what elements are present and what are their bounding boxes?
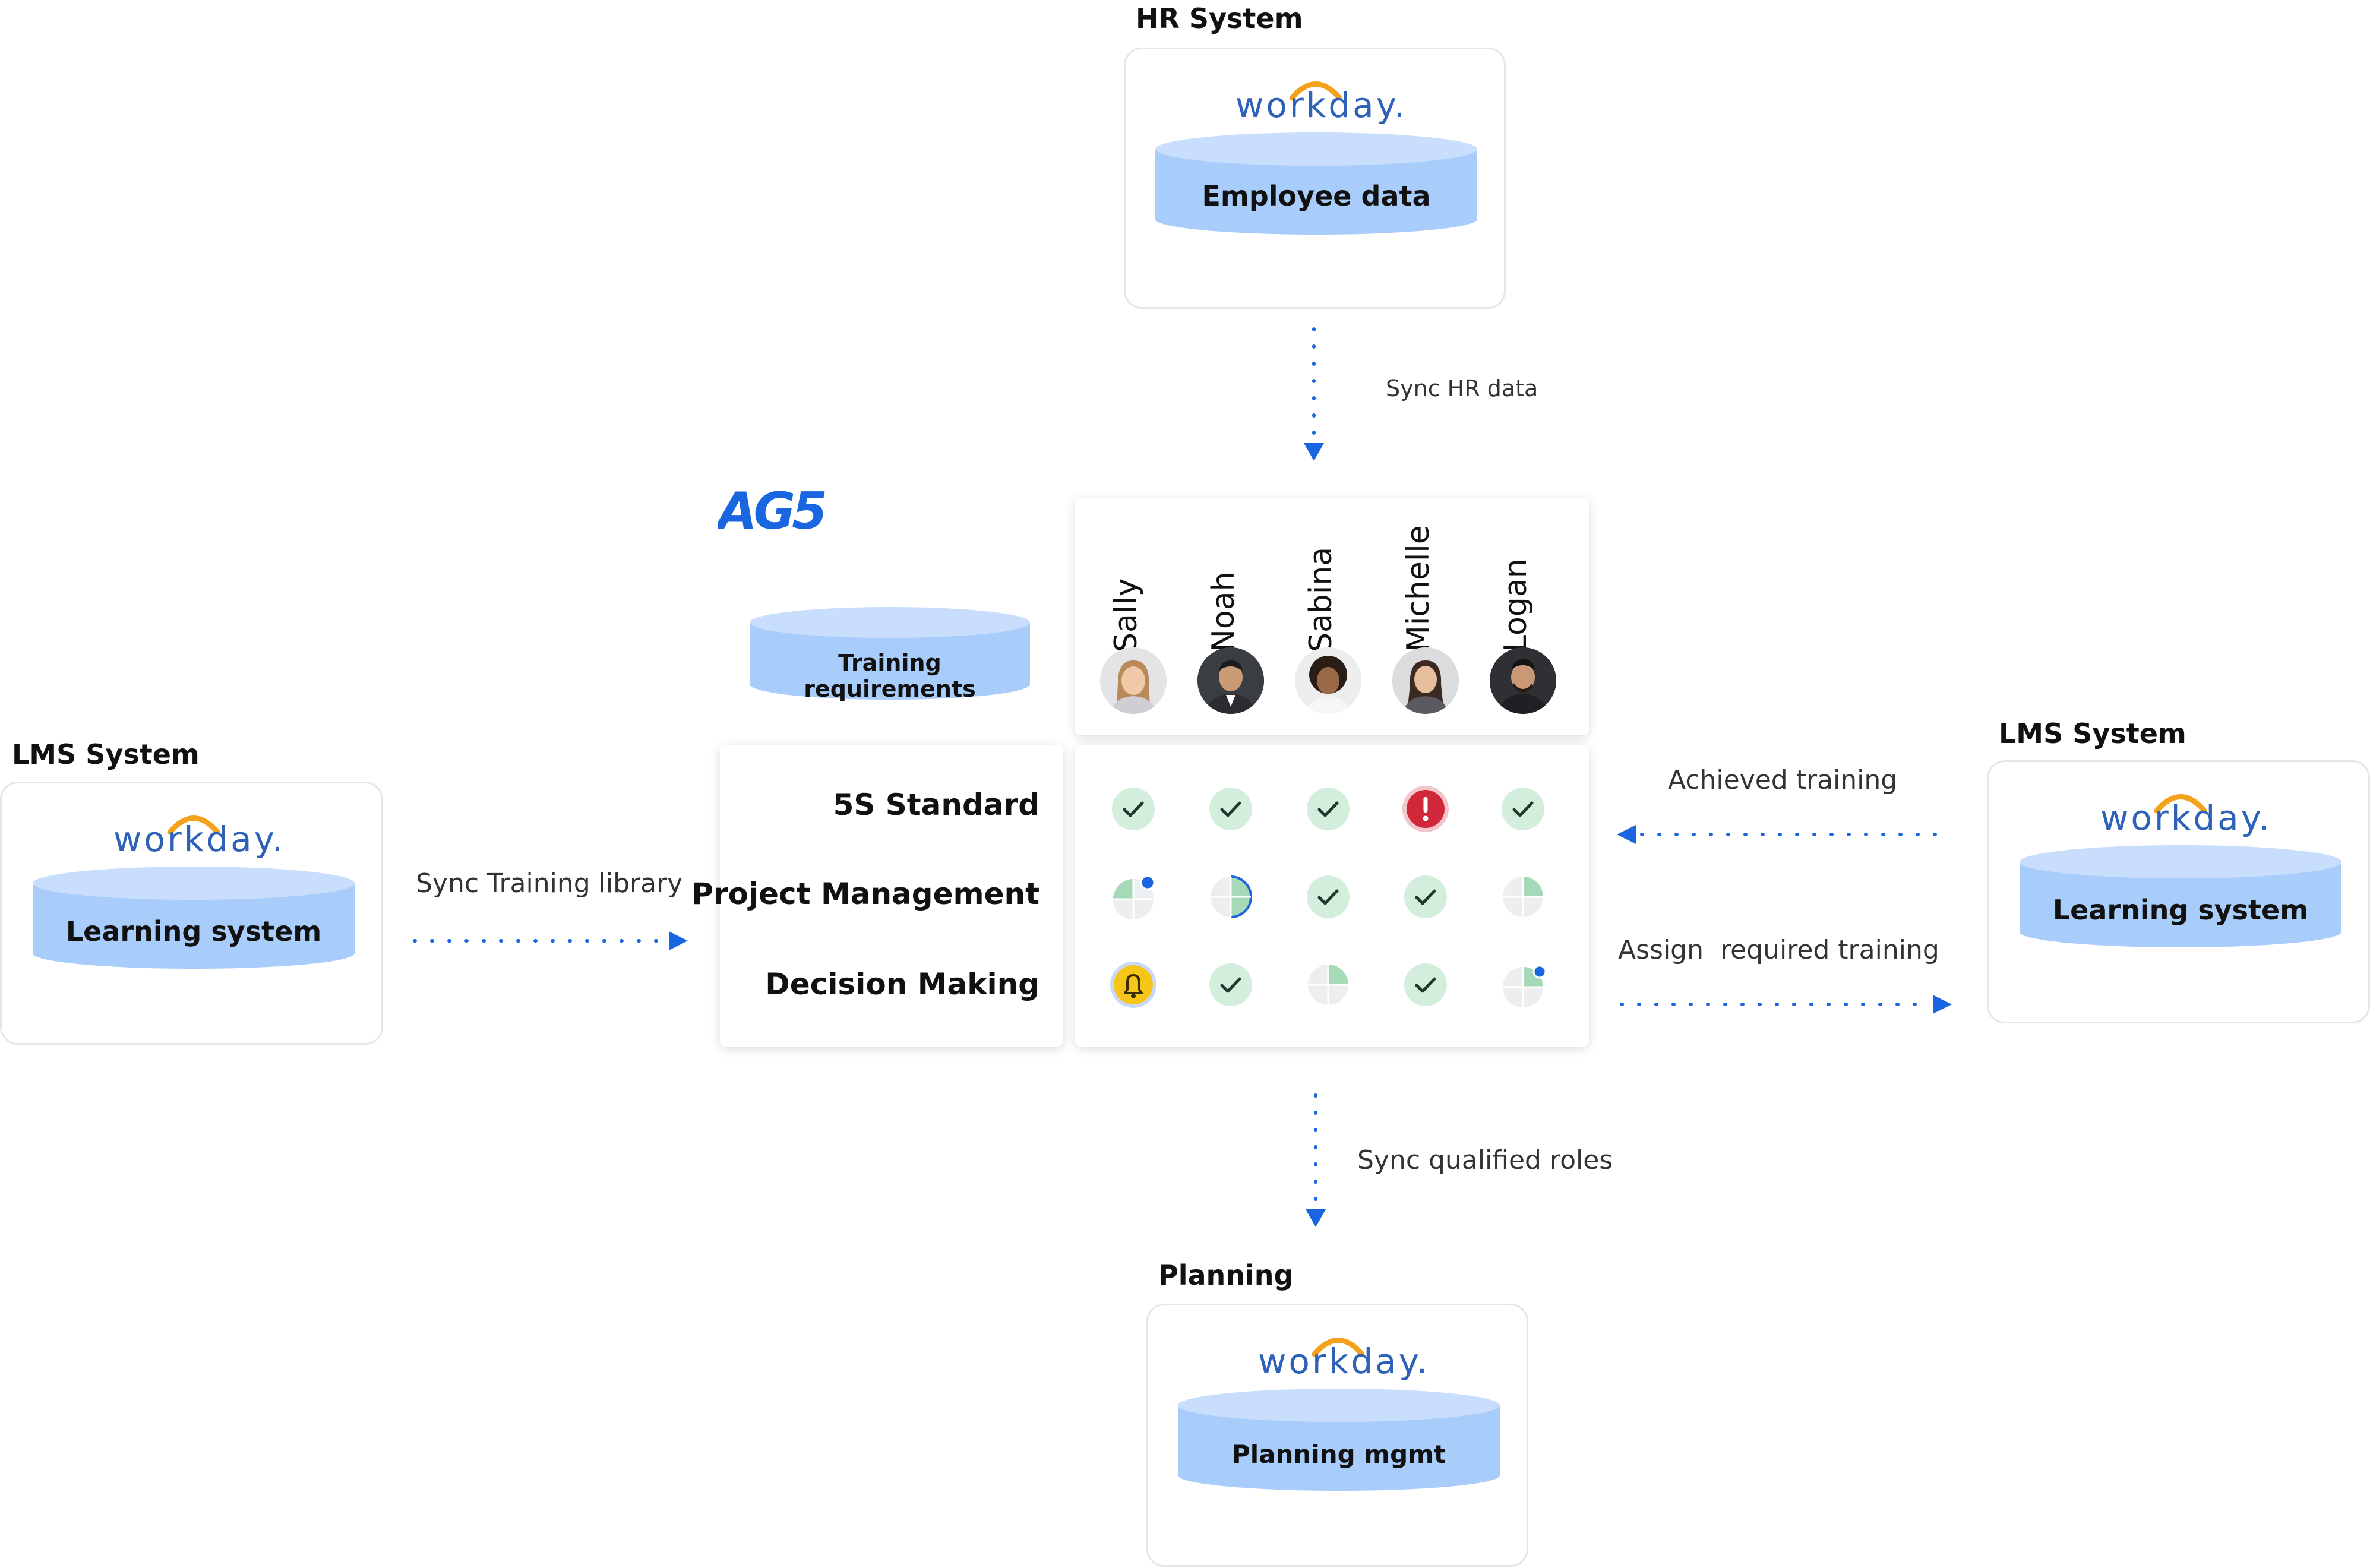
workday-arc-icon <box>2154 794 2207 814</box>
workday-arc-icon <box>1312 1338 1365 1357</box>
planning-card: workday. Planning mgmt <box>1146 1304 1528 1567</box>
status-check-icon <box>1206 784 1256 834</box>
avatar-male-1-icon <box>1197 647 1264 714</box>
status-check-icon <box>1401 872 1451 922</box>
skill-decision-making: Decision Making <box>765 967 1039 1001</box>
person-name: Logan <box>1498 558 1534 652</box>
achieved-training-label: Achieved training <box>1668 765 1898 795</box>
assign-training-label: Assign required training <box>1618 935 1939 965</box>
db-label: Planning mgmt <box>1232 1440 1446 1469</box>
planning-mgmt-database: Planning mgmt <box>1178 1387 1500 1493</box>
status-check-icon <box>1498 784 1548 834</box>
training-requirements-database: Training requirements <box>750 606 1030 702</box>
avatar-female-3-icon <box>1392 647 1459 714</box>
person-name: Noah <box>1206 571 1241 652</box>
database-icon <box>1178 1389 1500 1491</box>
person-logan: Logan <box>1484 510 1549 652</box>
person-michelle: Michelle <box>1386 510 1452 652</box>
person-name: Sabina <box>1303 546 1339 652</box>
database-icon <box>750 607 1030 700</box>
sync-training-library-label: Sync Training library <box>416 868 683 899</box>
database-icon <box>33 867 355 969</box>
planning-title: Planning <box>1158 1259 1294 1291</box>
avatar <box>1197 647 1264 714</box>
person-name: Sally <box>1108 578 1144 652</box>
avatar-male-2-icon <box>1490 647 1556 714</box>
status-check-icon <box>1206 960 1256 1010</box>
sync-roles-label: Sync qualified roles <box>1357 1145 1613 1175</box>
db-label: Learning system <box>2052 894 2309 926</box>
achieved-training-arrow <box>1617 825 1948 844</box>
workday-arc-icon <box>167 815 220 835</box>
workday-wordmark: workday. <box>1235 85 1408 125</box>
employee-data-database: Employee data <box>1155 131 1477 237</box>
sync-training-library-arrow <box>413 931 688 950</box>
skills-panel: 5S Standard Project Management Decision … <box>691 745 1063 1047</box>
hr-system-title: HR System <box>1136 2 1303 34</box>
sync-roles-arrow <box>1306 1093 1326 1227</box>
workday-wordmark: workday. <box>1258 1341 1430 1382</box>
db-label: Learning system <box>65 915 322 947</box>
avatar <box>1392 647 1459 714</box>
workday-logo: workday. <box>113 801 286 859</box>
workday-wordmark: workday. <box>113 819 286 859</box>
status-quarter-dot-icon <box>1108 872 1158 922</box>
status-half-icon <box>1206 872 1256 922</box>
hr-system-card: workday. Employee data <box>1124 48 1506 309</box>
skill-5s-standard: 5S Standard <box>833 788 1039 822</box>
lms-right-title: LMS System <box>1999 717 2186 750</box>
status-check-icon <box>1303 872 1353 922</box>
status-check-icon <box>1401 960 1451 1010</box>
avatar <box>1100 647 1167 714</box>
status-bell-icon <box>1108 960 1158 1010</box>
person-sabina: Sabina <box>1289 510 1354 652</box>
learning-system-database: Learning system <box>2020 844 2341 950</box>
database-icon <box>2020 845 2341 947</box>
workday-wordmark: workday. <box>2100 798 2273 838</box>
avatar <box>1490 647 1556 714</box>
assign-training-arrow <box>1620 995 1952 1014</box>
avatar <box>1295 647 1361 714</box>
status-quarter-dot-icon <box>1498 960 1548 1010</box>
svg-text:AG5: AG5 <box>718 487 825 535</box>
skill-project-management: Project Management <box>691 877 1039 911</box>
workday-logo: workday. <box>1258 1323 1430 1382</box>
people-header-panel: Sally Noah Sabina Michelle Logan <box>1075 498 1589 735</box>
workday-logo: workday. <box>2100 780 2273 838</box>
status-check-icon <box>1303 784 1353 834</box>
person-sally: Sally <box>1094 510 1159 652</box>
person-name: Michelle <box>1401 525 1436 652</box>
lms-left-title: LMS System <box>12 738 200 770</box>
status-matrix-panel <box>1075 745 1589 1047</box>
db-label: Employee data <box>1202 180 1431 212</box>
status-alert-icon <box>1401 784 1451 834</box>
database-icon <box>1155 132 1477 235</box>
sync-hr-arrow <box>1304 327 1324 461</box>
status-check-icon <box>1108 784 1158 834</box>
lms-left-card: workday. Learning system <box>0 782 383 1045</box>
avatar-female-2-icon <box>1295 647 1361 714</box>
ag5-logo: AG5 <box>718 487 829 535</box>
sync-hr-label: Sync HR data <box>1386 375 1538 402</box>
status-quarter-icon <box>1498 872 1548 922</box>
status-quarter-icon <box>1303 960 1353 1010</box>
lms-right-card: workday. Learning system <box>1987 760 2370 1023</box>
db-label: Training requirements <box>804 650 976 702</box>
workday-logo: workday. <box>1235 67 1408 125</box>
learning-system-database: Learning system <box>33 865 355 971</box>
avatar-female-1-icon <box>1100 647 1167 714</box>
person-noah: Noah <box>1192 510 1257 652</box>
workday-arc-icon <box>1289 81 1342 101</box>
